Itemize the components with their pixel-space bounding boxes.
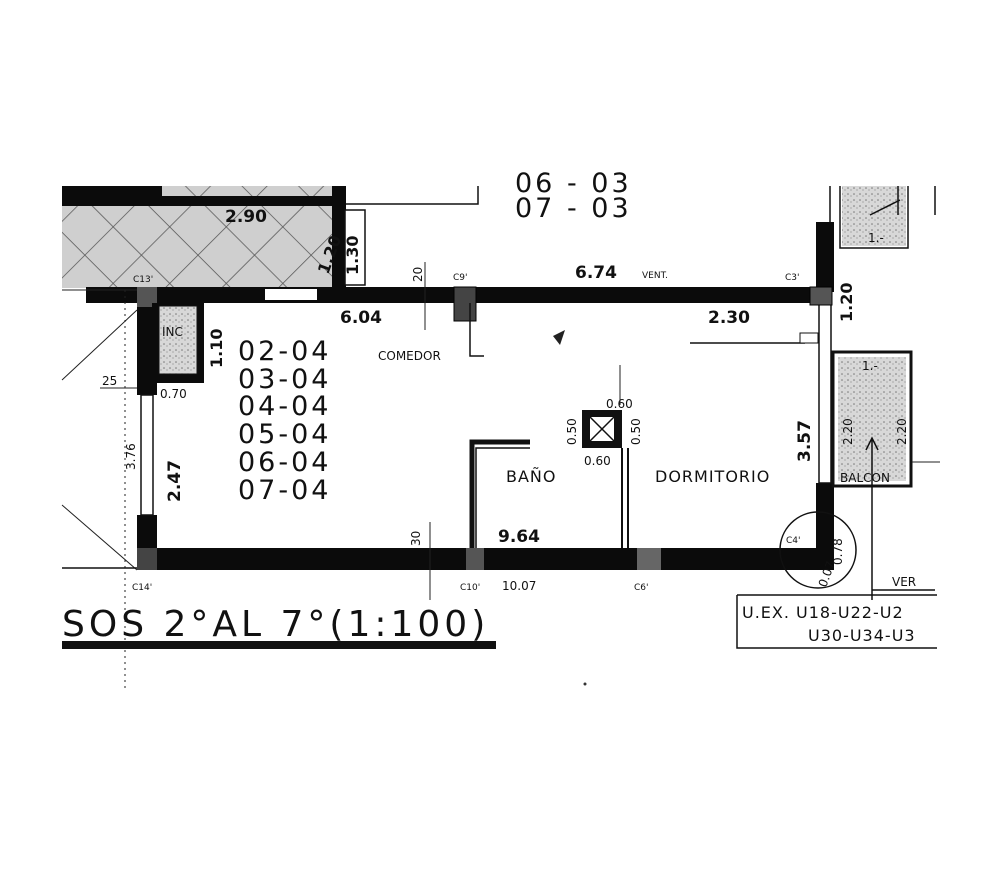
dim-inc-h: 1.10 xyxy=(207,329,226,368)
balcony-ref: 1.- xyxy=(862,359,878,373)
column-c6 xyxy=(637,548,661,570)
ver-note: VER xyxy=(892,575,916,589)
dim-comedor-width: 6.04 xyxy=(340,308,382,328)
bath-wall-left xyxy=(469,439,530,548)
dim-corner-a: 0.78 xyxy=(831,538,845,565)
dim-balcon-b: 2.20 xyxy=(895,418,909,445)
column-c9 xyxy=(453,286,477,322)
column-label-c6: C6' xyxy=(634,583,648,593)
dim-upper-left-v: 1.30 xyxy=(343,236,362,275)
column-c3 xyxy=(809,286,833,306)
dormitorio-label: DORMITORIO xyxy=(655,467,770,486)
dim-dorm-width: 2.30 xyxy=(708,308,750,328)
dim-inc-w: 0.70 xyxy=(160,387,187,401)
column-c14 xyxy=(137,548,157,570)
unit-label-5: 06-04 xyxy=(238,447,331,478)
left-diagonals xyxy=(61,289,138,571)
top-unit-label: 07 - 03 xyxy=(515,193,632,224)
top-unit-label-clipped: 06 - 03 xyxy=(515,168,632,199)
right-window xyxy=(818,302,832,484)
dim-shaft-top: 0.60 xyxy=(606,397,633,411)
bano-label: BAÑO xyxy=(506,467,556,486)
tick-30: 30 xyxy=(409,531,423,546)
upper-middle-frame xyxy=(346,186,479,205)
stain-mark xyxy=(553,330,565,345)
column-label-c4: C4' xyxy=(786,536,800,546)
corner-detail-circle xyxy=(779,511,857,589)
comedor-label: COMEDOR xyxy=(378,349,441,363)
exterior-units-box xyxy=(736,594,937,649)
dim-balcon-a: 2.20 xyxy=(841,418,855,445)
upper-left-wall-v xyxy=(332,186,346,290)
tick-20: 20 xyxy=(411,267,425,282)
dim-top-right-v: 1.20 xyxy=(837,283,856,322)
balcon-label: BALCON xyxy=(840,471,890,485)
unit-label-2: 03-04 xyxy=(238,364,331,395)
upper-left-top-wall xyxy=(62,186,162,196)
unit-label-4: 05-04 xyxy=(238,419,331,450)
column-label-c14: C14' xyxy=(132,583,152,593)
column-c13 xyxy=(137,287,157,307)
dim-bottom-inner: 9.64 xyxy=(498,527,540,547)
center-shaft-cross xyxy=(589,416,615,442)
unit-label-1: 02-04 xyxy=(238,336,331,367)
upper-right-balcony-fill xyxy=(842,186,906,246)
exterior-units-line-1: U.EX. U18-U22-U2 xyxy=(742,603,904,622)
comedor-partition xyxy=(469,303,484,357)
dim-top-vent: VENT. xyxy=(642,271,668,281)
balcony-arrow xyxy=(865,436,879,600)
top-wall-gap xyxy=(265,289,317,300)
column-label-c9: C9' xyxy=(453,273,467,283)
column-c10 xyxy=(466,548,484,570)
dim-left-inner: 2.47 xyxy=(165,460,185,502)
bath-wall-right xyxy=(621,448,629,548)
column-label-c10: C10' xyxy=(460,583,480,593)
dim-left-outer: 3.76 xyxy=(124,443,138,470)
upper-left-window xyxy=(344,209,366,286)
speck-mark xyxy=(583,682,587,686)
inc-label: INC xyxy=(162,325,183,339)
upper-right-arrows xyxy=(869,186,936,216)
inc-shaft xyxy=(158,305,198,375)
dim-shaft-right: 0.50 xyxy=(629,418,643,445)
bottom-wall xyxy=(140,548,830,570)
dim-right-height: 3.57 xyxy=(795,420,815,462)
left-window xyxy=(140,394,154,516)
tick-25: 25 xyxy=(102,374,117,388)
dim-shaft-bottom: 0.60 xyxy=(584,454,611,468)
right-wall-upper xyxy=(816,222,834,292)
column-label-c3: C3' xyxy=(785,273,799,283)
unit-label-6: 07-04 xyxy=(238,475,331,506)
unit-label-3: 04-04 xyxy=(238,391,331,422)
dim-shaft-left: 0.50 xyxy=(565,418,579,445)
upper-balcony-ref: 1.- xyxy=(868,231,884,245)
dim-bottom-outer: 10.07 xyxy=(502,579,536,593)
right-window-sill xyxy=(799,332,819,344)
bath-wall-left-inner xyxy=(475,447,530,548)
dim-upper-left-h: 2.90 xyxy=(225,207,267,227)
dim-top-length: 6.74 xyxy=(575,263,617,283)
upper-left-top-wall-2 xyxy=(62,196,342,206)
exterior-units-line-2: U30-U34-U3 xyxy=(808,626,916,645)
column-label-c13: C13' xyxy=(133,275,153,285)
title-underline xyxy=(62,641,496,649)
drawing-title: SOS 2°AL 7°(1:100) xyxy=(62,604,489,645)
right-wall-lower xyxy=(816,483,834,570)
